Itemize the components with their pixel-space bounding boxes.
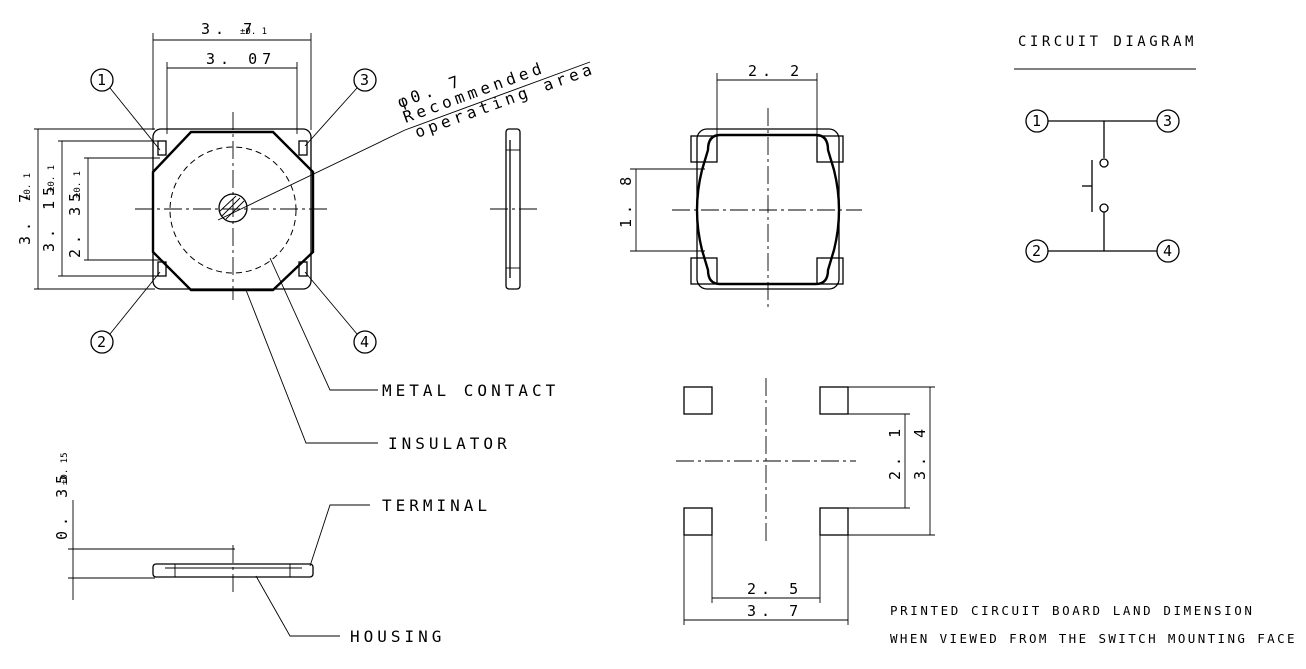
top-width-outer-label: 3. 7 [201, 20, 257, 38]
pin-callout-2 [90, 330, 114, 354]
terminal-pad-1 [157, 140, 167, 156]
land-pad-1 [683, 386, 713, 415]
circuit-title: CIRCUIT DIAGRAM [1018, 34, 1197, 50]
land-outer-height: 3. 4 [911, 424, 929, 480]
bottom-terminal-3 [816, 135, 844, 163]
top-height-outer-label: 3. 7 [16, 189, 34, 245]
land-inner-height: 2. 1 [886, 424, 904, 480]
land-inner-width: 2. 5 [747, 580, 803, 598]
land-caption-line1: PRINTED CIRCUIT BOARD LAND DIMENSION [890, 603, 1255, 618]
top-height-inner-label: 2. 35 [66, 188, 84, 258]
svg-text:4: 4 [360, 333, 369, 351]
switch-octagon-plate [151, 130, 315, 292]
top-view: 3. 7 ±0. 1 3. 07 3. 7 ±0. 1 3. 15 ±0. 1 … [16, 20, 598, 354]
insulator-label: INSULATOR [388, 434, 511, 453]
top-height-inner-tol: ±0. 1 [73, 171, 83, 198]
bottom-view: 2. 2 1. 8 [617, 62, 862, 308]
svg-text:2: 2 [97, 333, 106, 351]
bottom-terminal-2 [690, 257, 718, 285]
bottom-plate-outline [695, 133, 841, 286]
side-height-label: 0. 35 [53, 470, 71, 540]
top-height-mid-tol: ±0. 1 [47, 165, 57, 192]
callout-labels: METAL CONTACT INSULATOR TERMINAL HOUSING [245, 257, 559, 646]
top-height-mid-label: 3. 15 [40, 182, 58, 252]
side-view-horizontal: 0. 35 ±0. 15 [53, 452, 314, 600]
bottom-terminal-1 [690, 135, 718, 163]
terminal-pad-2 [157, 261, 167, 277]
bottom-width-label: 2. 2 [748, 62, 804, 80]
top-width-outer-tol: ±0. 1 [240, 27, 267, 37]
svg-text:2: 2 [1032, 242, 1041, 260]
side-height-tol: ±0. 15 [60, 452, 70, 485]
top-height-outer-tol: ±0. 1 [23, 173, 33, 200]
svg-text:1: 1 [1032, 112, 1041, 130]
bottom-terminal-4 [816, 257, 844, 285]
pin-callout-4 [353, 330, 377, 354]
terminal-label: TERMINAL [382, 496, 491, 515]
land-pad-4 [819, 507, 849, 536]
land-pad-3 [819, 386, 849, 415]
pin-callout-1 [90, 68, 114, 92]
svg-text:3: 3 [360, 71, 369, 89]
terminal-pad-3 [298, 140, 308, 156]
pcb-land-pattern: 2. 5 3. 7 2. 1 3. 4 PRINTED CIRCUIT BOAR… [676, 378, 1297, 646]
pin-callout-3 [353, 68, 377, 92]
side-view-vertical [490, 128, 540, 290]
operating-area-leader [217, 129, 406, 221]
top-width-inner-label: 3. 07 [206, 50, 276, 68]
bottom-height-label: 1. 8 [617, 172, 635, 228]
land-caption-line2: WHEN VIEWED FROM THE SWITCH MOUNTING FAC… [890, 631, 1297, 646]
land-pad-2 [683, 507, 713, 536]
metal-contact-label: METAL CONTACT [382, 381, 559, 400]
housing-label: HOUSING [350, 627, 445, 646]
circuit-diagram: CIRCUIT DIAGRAM 1 3 2 4 [1014, 34, 1197, 263]
land-outer-width: 3. 7 [747, 602, 803, 620]
terminal-pad-4 [298, 261, 308, 277]
svg-text:1: 1 [97, 71, 106, 89]
svg-text:3: 3 [1163, 112, 1172, 130]
metal-contact-circle [169, 146, 297, 274]
svg-text:4: 4 [1163, 242, 1172, 260]
